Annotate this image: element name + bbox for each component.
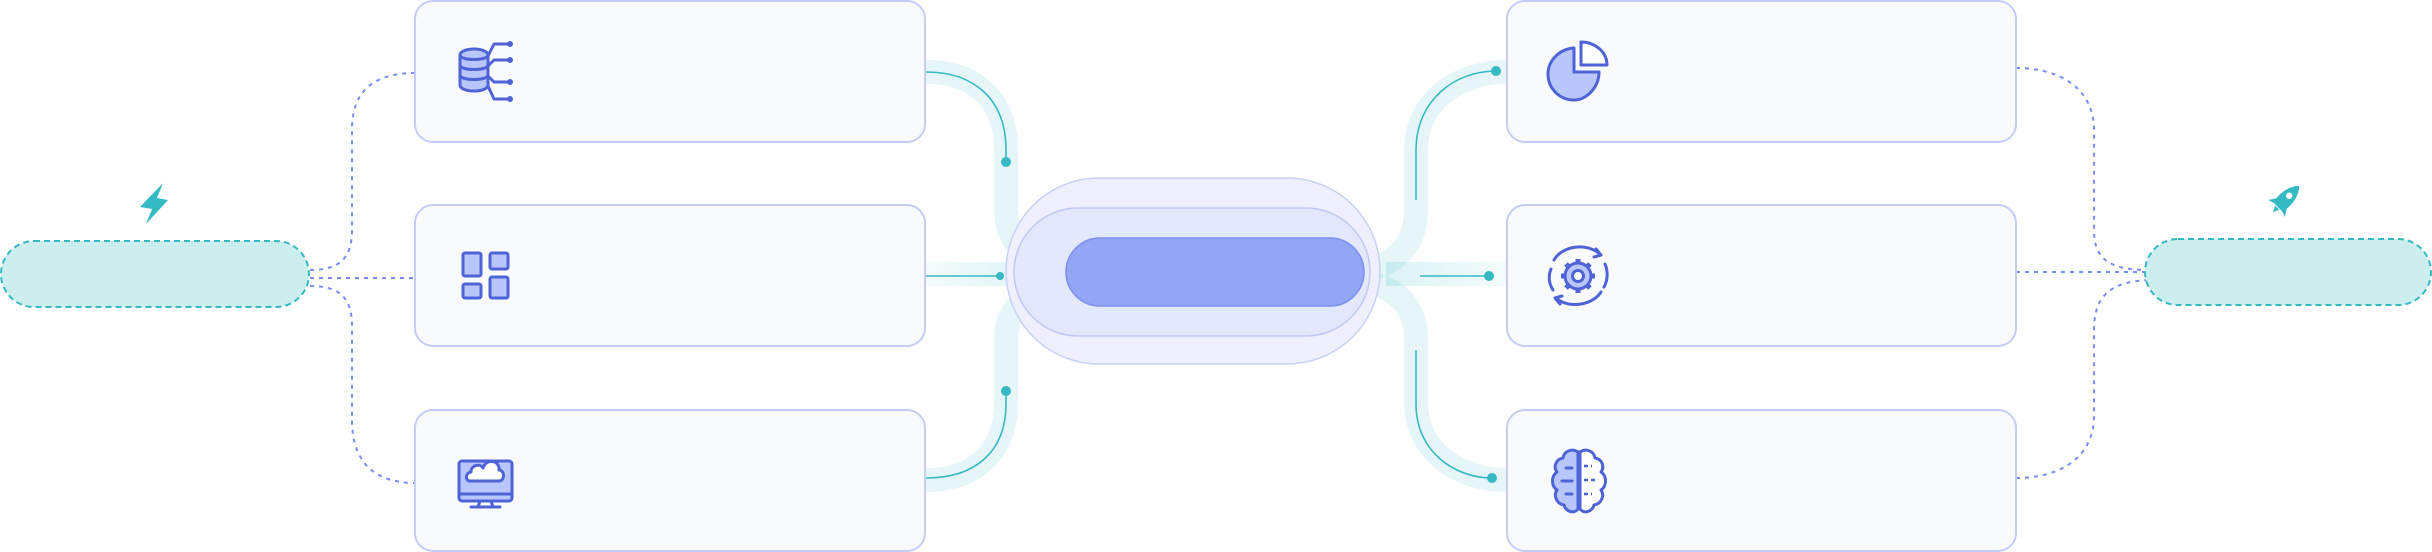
pipe-node	[1484, 271, 1494, 281]
output-card-3	[1506, 409, 2017, 552]
right-connectors	[2015, 67, 2149, 479]
cloud-monitor-icon	[457, 459, 514, 509]
connector-left-bottom	[309, 285, 417, 484]
left-connectors	[309, 72, 417, 484]
input-card-2	[414, 204, 926, 347]
database-network-icon	[458, 41, 513, 102]
pipe-top-left	[925, 71, 1007, 162]
right-pipes	[1340, 60, 1518, 492]
brain-circuit-icon	[1551, 448, 1607, 514]
left-pill-body	[0, 240, 310, 308]
connector-left-top	[309, 72, 417, 271]
pipe-bottom-right	[1415, 350, 1493, 479]
right-pill-body	[2144, 238, 2432, 306]
pie-chart-icon	[1546, 40, 1609, 102]
gear-cycle-icon	[1547, 245, 1609, 307]
pipe-node	[996, 272, 1004, 280]
pipe-node	[1487, 473, 1497, 483]
right-pill	[2144, 185, 2432, 306]
pipe-node	[1001, 386, 1011, 396]
pipe-node	[1491, 66, 1501, 76]
left-pill	[0, 183, 310, 308]
grid-blocks-icon	[461, 251, 510, 300]
connector-right-bottom	[2015, 279, 2149, 479]
pipe-bottom-left	[925, 392, 1007, 479]
output-card-2	[1506, 204, 2017, 347]
rocket-icon	[2268, 185, 2300, 217]
input-card-1	[414, 0, 926, 143]
input-card-3	[414, 409, 926, 552]
lightning-icon	[140, 183, 168, 224]
output-card-1	[1506, 0, 2017, 143]
pipe-top-right	[1415, 70, 1497, 200]
pipe-node	[1001, 157, 1011, 167]
central-hub	[1005, 177, 1381, 365]
connector-right-top	[2015, 67, 2149, 271]
hub-core	[1065, 237, 1365, 307]
